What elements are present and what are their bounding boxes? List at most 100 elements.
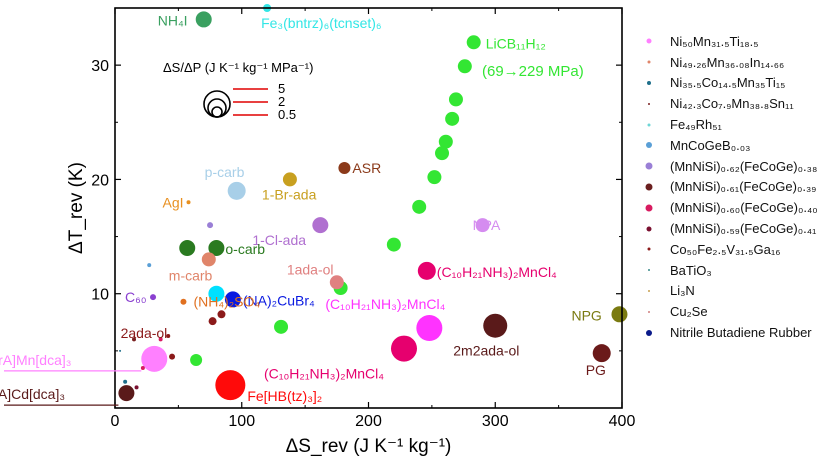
data-point-24 — [147, 263, 152, 268]
size-legend-value: 0.5 — [278, 107, 296, 122]
legend-marker-dot — [646, 329, 652, 336]
legend-item: (MnNiSi)₀.₅₉(FeCoGe)₀.₄₁ — [642, 218, 828, 239]
legend-item: Ni₅₀Mn₃₁.₅Ti₁₈.₅ — [642, 31, 828, 52]
legend-item: Li₃N — [642, 281, 828, 302]
legend-marker-dot — [648, 289, 650, 292]
data-point-nh-i — [195, 11, 212, 28]
data-point-1-cl-ada — [312, 217, 329, 234]
legend-label: Li₃N — [670, 283, 695, 299]
legend-marker — [642, 119, 656, 131]
legend-label: Ni₃₅.₅Co₁₄.₅Mn₃₅Ti₁₅ — [670, 75, 786, 91]
x-tick-label: 100 — [228, 413, 255, 430]
point-label: C₆₀ — [125, 289, 147, 305]
point-label: (C₁₀H₂₁NH₃)₂MnCl₄ — [325, 296, 445, 312]
legend-marker-dot — [648, 269, 650, 272]
data-point-asr — [338, 162, 351, 174]
y-axis-title: ΔT_rev (K) — [66, 162, 87, 254]
legend-item: Fe₄₉Rh₅₁ — [642, 114, 828, 135]
point-label: PG — [586, 362, 606, 378]
point-label: LiCB₁₁H₁₂ — [486, 35, 546, 51]
legend-marker-dot — [647, 60, 651, 64]
point-label: 2m2ada-ol — [453, 343, 519, 359]
data-point-licb-h — [466, 35, 481, 50]
legend-marker — [642, 181, 656, 193]
legend-item: Nitrile Butadiene Rubber — [642, 322, 828, 343]
legend-label: Ni₄₂.₃Co₇.₉Mn₃₈.₈Sn₁₁ — [670, 96, 794, 112]
legend-label: (MnNiSi)₀.₅₉(FeCoGe)₀.₄₁ — [670, 221, 817, 237]
legend-item: (MnNiSi)₀.₆₁(FeCoGe)₀.₃₉ — [642, 177, 828, 198]
point-label: ASR — [352, 160, 381, 176]
data-point-nh-so — [180, 298, 187, 305]
legend-marker — [642, 139, 656, 151]
data-point-m-carb — [201, 252, 216, 267]
legend-label: Ni₄₉.₂₆Mn₃₆.₀₈In₁₄.₆₆ — [670, 54, 785, 70]
point-label: NH₄I — [158, 12, 188, 28]
data-point-8 — [427, 170, 442, 185]
x-tick-label: 200 — [355, 413, 382, 430]
y-tick-label: 10 — [91, 287, 109, 304]
legend-marker — [642, 160, 656, 172]
x-axis-title: ΔS_rev (J K⁻¹ kg⁻¹) — [286, 436, 452, 457]
size-legend: ΔS/ΔP (J K⁻¹ kg⁻¹ MPa⁻¹)520.5 — [163, 60, 313, 122]
data-point-47 — [158, 337, 163, 342]
size-legend-circle — [203, 90, 231, 118]
legend-item: Ni₄₉.₂₆Mn₃₆.₀₈In₁₄.₆₆ — [642, 52, 828, 73]
data-point-7 — [435, 146, 450, 161]
data-point-npa — [475, 218, 490, 233]
legend-marker — [642, 77, 656, 89]
data-point-22 — [179, 240, 196, 256]
data-point-4 — [448, 92, 463, 107]
legend-label: (MnNiSi)₀.₆₂(FeCoGe)₀.₃₈ — [670, 158, 818, 174]
point-label: m-carb — [169, 267, 213, 283]
point-label: [TPrA]Mn[dca]₃ — [0, 352, 71, 368]
x-tick-label: 400 — [609, 413, 636, 430]
legend-item: Cu₂Se — [642, 301, 828, 322]
legend-item: Ni₃₅.₅Co₁₄.₅Mn₃₅Ti₁₅ — [642, 73, 828, 94]
legend-marker-dot — [646, 142, 652, 149]
legend-item: Co₅₀Fe₂.₅V₃₁.₅Ga₁₆ — [642, 239, 828, 260]
legend-marker-dot — [645, 162, 653, 170]
point-label: 1ada-ol — [287, 261, 334, 277]
legend-marker-dot — [646, 226, 652, 232]
data-point-na-cubr — [224, 291, 241, 308]
legend-item: BaTiO₃ — [642, 260, 828, 281]
point-label: p-carb — [205, 164, 245, 180]
size-legend-title: ΔS/ΔP (J K⁻¹ kg⁻¹ MPa⁻¹) — [163, 60, 313, 75]
legend-marker — [642, 243, 656, 255]
legend-marker-dot — [647, 123, 651, 127]
legend-marker — [642, 285, 656, 297]
data-point-c-h-nh-mncl — [416, 315, 443, 341]
legend-marker — [642, 98, 656, 110]
data-point-c-h-nh-mncl — [417, 261, 436, 280]
data-point-1ada-ol — [329, 275, 344, 290]
legend-marker — [642, 56, 656, 68]
data-point-tpra-cd-dca — [118, 385, 135, 402]
data-point-c — [150, 294, 157, 301]
legend-label: Nitrile Butadiene Rubber — [670, 325, 812, 341]
point-label: (NH₄)₂SO₄ — [193, 294, 260, 310]
point-label: Fe₃(bntrz)₆(tcnset)₆ — [261, 15, 381, 31]
point-label: 1-Cl-ada — [252, 232, 306, 248]
point-label: (C₁₀H₂₁NH₃)₂MnCl₄ — [437, 264, 557, 280]
legend-label: Ni₅₀Mn₃₁.₅Ti₁₈.₅ — [670, 33, 759, 49]
size-legend-value: 2 — [278, 94, 285, 109]
legend-marker-dot — [645, 183, 653, 191]
legend-marker — [642, 223, 656, 235]
legend-label: Co₅₀Fe₂.₅V₃₁.₅Ga₁₆ — [670, 241, 781, 257]
point-label: NPA — [473, 217, 501, 233]
data-point-p-carb — [227, 181, 246, 200]
data-point-44 — [134, 385, 139, 390]
legend-marker — [642, 264, 656, 276]
data-point-3 — [457, 59, 472, 74]
data-point-6 — [438, 134, 453, 149]
x-tick-label: 0 — [111, 413, 120, 430]
data-point-29 — [208, 285, 225, 302]
data-point-fe-hb-tz — [215, 370, 246, 401]
legend-label: Fe₄₉Rh₅₁ — [670, 117, 722, 133]
legend-marker — [642, 202, 656, 214]
legend-marker — [642, 306, 656, 318]
legend-label: (MnNiSi)₀.₆₀(FeCoGe)₀.₄₀ — [670, 200, 818, 216]
point-label: Fe[HB(tz)₃]₂ — [247, 388, 322, 404]
data-point-2ada-ol — [208, 317, 217, 326]
